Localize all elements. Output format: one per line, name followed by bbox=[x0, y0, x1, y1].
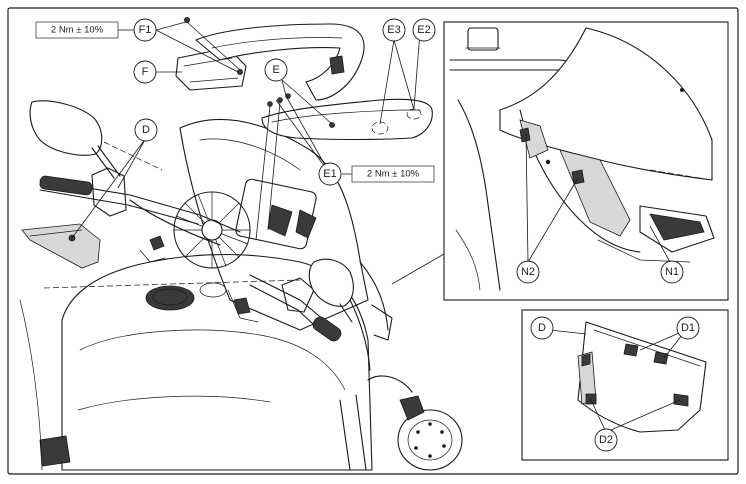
callout-f1-label: F1 bbox=[139, 24, 152, 36]
callout-d2: D2 bbox=[594, 428, 618, 452]
callout-e3-label: E3 bbox=[387, 24, 400, 36]
callout-d: D bbox=[134, 118, 158, 142]
callout-e2-label: E2 bbox=[417, 24, 430, 36]
torque-top-label: 2 Nm ± 10% bbox=[51, 25, 104, 36]
front-brake-disc bbox=[397, 409, 463, 471]
callout-e1: E1 bbox=[318, 162, 342, 186]
callout-e3: E3 bbox=[382, 18, 406, 42]
windscreen bbox=[179, 118, 369, 331]
left-mirror bbox=[29, 100, 103, 156]
callout-d1: D1 bbox=[676, 316, 700, 340]
torque-box-middle: 2 Nm ± 10% bbox=[351, 165, 435, 183]
detail-view-n bbox=[443, 21, 729, 301]
panel-d bbox=[577, 321, 707, 433]
callout-d-detail: D bbox=[530, 316, 554, 340]
exploded-parts-top bbox=[175, 16, 433, 241]
fuel-cap bbox=[145, 285, 195, 311]
motorcycle-front-view bbox=[19, 100, 463, 471]
callout-e-label: E bbox=[272, 64, 279, 76]
callout-f: F bbox=[133, 60, 157, 84]
torque-middle-label: 2 Nm ± 10% bbox=[367, 169, 420, 180]
callout-e1-label: E1 bbox=[323, 168, 336, 180]
right-mirror bbox=[308, 258, 354, 307]
callout-d1-label: D1 bbox=[681, 322, 695, 334]
callout-n1: N1 bbox=[660, 260, 684, 284]
callout-d2-label: D2 bbox=[599, 434, 613, 446]
callout-n2: N2 bbox=[516, 260, 540, 284]
callout-d-label: D bbox=[142, 124, 150, 136]
callout-d-detail-label: D bbox=[538, 322, 546, 334]
callout-e: E bbox=[264, 58, 288, 82]
callout-f-label: F bbox=[142, 66, 149, 78]
callout-n1-label: N1 bbox=[665, 266, 679, 278]
torque-box-top: 2 Nm ± 10% bbox=[35, 21, 119, 39]
callout-f1: F1 bbox=[133, 18, 157, 42]
outer-frame bbox=[7, 7, 739, 475]
leader-lines bbox=[71, 21, 421, 239]
side-panel-d bbox=[21, 223, 101, 269]
callout-n2-label: N2 bbox=[521, 266, 535, 278]
callout-e2: E2 bbox=[412, 18, 436, 42]
upper-fairing-bracket bbox=[195, 23, 365, 101]
